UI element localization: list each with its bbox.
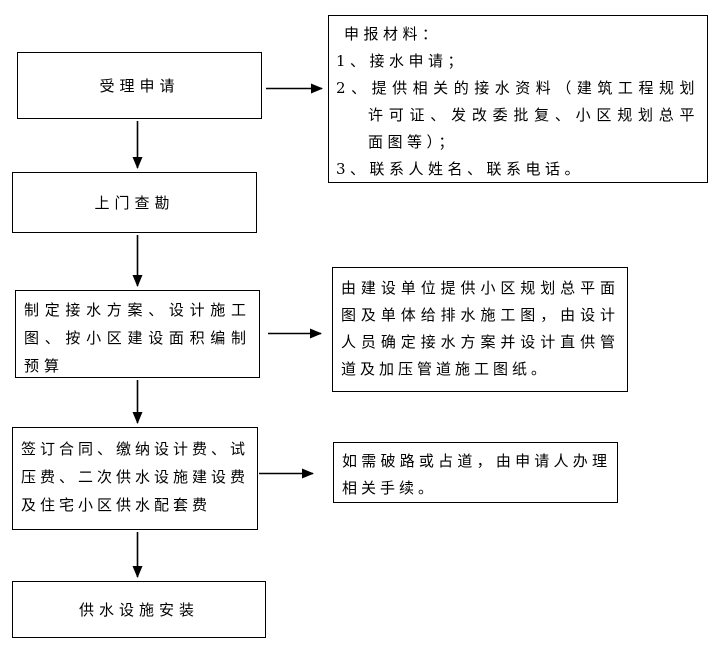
step-label: 供水设施安装 [78, 601, 199, 619]
step-label: 签订合同、缴纳设计费、试压费、二次供水设施建设费及住宅小区供水配套费 [21, 440, 250, 514]
note-title: 申报材料： [344, 25, 442, 43]
step-sign-contract-pay-fees: 签订合同、缴纳设计费、试压费、二次供水设施建设费及住宅小区供水配套费 [12, 427, 258, 530]
step-site-survey: 上门查勘 [12, 172, 257, 233]
step-label: 上门查勘 [94, 194, 175, 212]
step-facility-installation: 供水设施安装 [12, 581, 266, 638]
note-item: 1、接水申请； [336, 52, 468, 70]
step-accept-application: 受理申请 [17, 52, 262, 119]
step-design-plan-budget: 制定接水方案、设计施工图、按小区建设面积编制预算 [15, 290, 260, 378]
note-application-materials: 申报材料： 1、接水申请； 2、提供相关的接水资料（建筑工程规划许可证、发改委批… [328, 15, 708, 183]
note-road-permit: 如需破路或占道，由申请人办理相关手续。 [333, 442, 618, 503]
note-text: 如需破路或占道，由申请人办理相关手续。 [342, 452, 611, 497]
step-label: 制定接水方案、设计施工图、按小区建设面积编制预算 [24, 301, 251, 375]
note-design-details: 由建设单位提供小区规划总平面图及单体给排水施工图，由设计人员确定接水方案并设计直… [332, 267, 628, 392]
step-label: 受理申请 [99, 77, 180, 95]
note-text: 由建设单位提供小区规划总平面图及单体给排水施工图，由设计人员确定接水方案并设计直… [341, 279, 619, 378]
note-item: 2、提供相关的接水资料（建筑工程规划许可证、发改委批复、小区规划总平面图等）； [336, 79, 699, 151]
note-item: 3、联系人姓名、联系电话。 [336, 160, 585, 178]
